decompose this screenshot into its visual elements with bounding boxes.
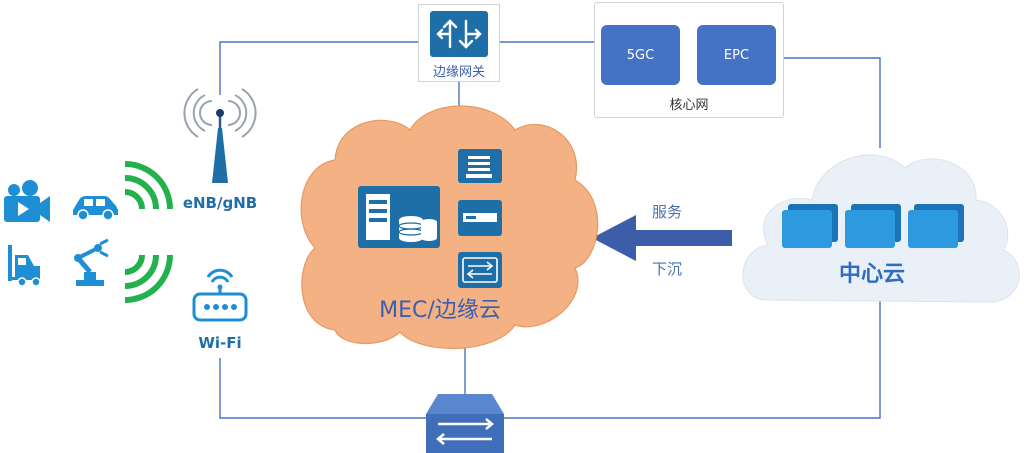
arrow-label-bottom: 下沉: [652, 260, 682, 278]
forklift-icon: [8, 245, 41, 287]
service-downshift-arrow: 服务 下沉: [592, 203, 732, 278]
central-cloud-label: 中心云: [839, 262, 905, 287]
wireless-signal-waves: [124, 161, 173, 303]
mec-rack-server-icon: [458, 200, 502, 236]
signal-wave-lower: [124, 254, 145, 275]
aggregation-switch-icon: [426, 394, 504, 453]
base-station-label: eNB/gNB: [183, 194, 257, 212]
link-switch-to-central-cloud: [502, 300, 881, 419]
link-enb-to-gateway: [219, 41, 418, 95]
link-core-to-central-cloud: [782, 57, 881, 148]
central-cloud: 中心云: [742, 154, 1020, 303]
central-server-front-2: [845, 210, 895, 248]
arrow-label-top: 服务: [652, 203, 682, 221]
mec-switch-icon: [458, 252, 502, 288]
mec-server-database-icon: [358, 186, 440, 248]
robot-arm-icon: [74, 238, 109, 286]
video-camera-icon: [4, 180, 50, 222]
link-wifi-to-switch: [219, 358, 428, 419]
central-server-front-1: [782, 210, 832, 248]
signal-wave-lower: [124, 254, 173, 303]
edge-cloud-shape: [300, 105, 599, 349]
mec-storage-icon: [458, 149, 502, 183]
gateway-label: 边缘网关: [432, 65, 485, 80]
edge-cloud: MEC/边缘云: [300, 105, 599, 349]
network-links: [219, 41, 881, 419]
car-icon: [73, 196, 118, 221]
base-station-antenna-icon: [183, 88, 257, 183]
core-node-5gc: 5GC: [601, 25, 680, 85]
core-node-epc: EPC: [697, 25, 776, 85]
central-server-front-3: [908, 210, 958, 248]
signal-wave-upper: [124, 175, 159, 210]
core-network: 5GC EPC 核心网: [594, 2, 784, 118]
edge-gateway: 边缘网关: [418, 4, 500, 82]
central-cloud-server-group: [782, 204, 964, 248]
edge-cloud-label: MEC/边缘云: [379, 298, 501, 323]
signal-wave-upper: [124, 189, 145, 210]
arrow-shape: [592, 215, 732, 261]
wifi-router-icon: [192, 268, 248, 322]
core-network-label: 核心网: [669, 98, 709, 113]
signal-wave-upper: [124, 161, 173, 210]
router-icon: [430, 11, 488, 57]
signal-wave-lower: [124, 254, 159, 289]
wifi-label: Wi-Fi: [198, 334, 241, 352]
